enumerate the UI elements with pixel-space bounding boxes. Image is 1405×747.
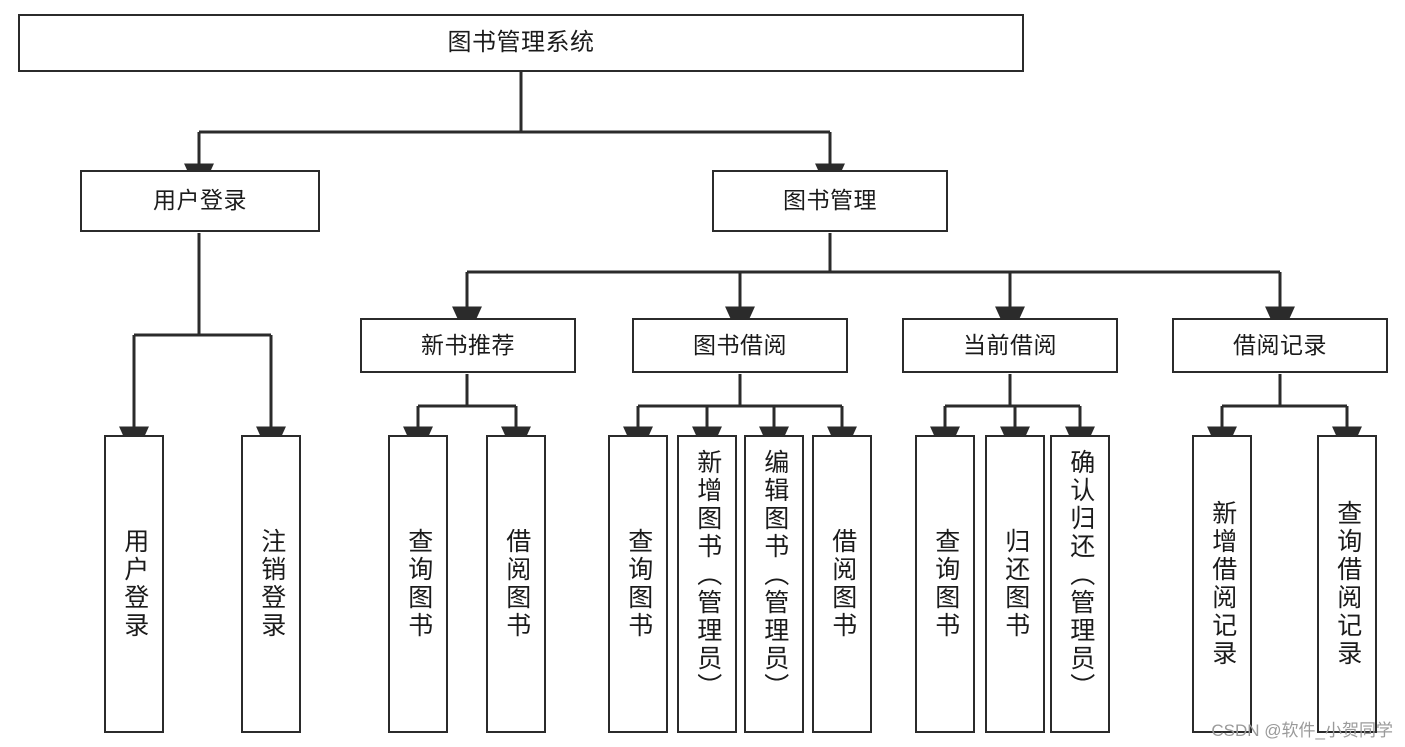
leaf-query-record[interactable]: 查询借阅记录 (1317, 435, 1377, 733)
leaf-borrow-book-1-label: 借阅图书 (502, 528, 531, 640)
leaf-add-book-label: 新增图书（管理员） (693, 449, 722, 701)
node-book-borrow-label: 图书借阅 (693, 331, 787, 358)
leaf-edit-book-label: 编辑图书（管理员） (760, 449, 789, 701)
leaf-user-login-label: 用户登录 (120, 528, 149, 640)
leaf-query-book-2[interactable]: 查询图书 (608, 435, 668, 733)
node-book-borrow[interactable]: 图书借阅 (632, 318, 848, 373)
node-root-system-label: 图书管理系统 (447, 28, 595, 56)
node-book-manage-label: 图书管理 (783, 187, 877, 214)
leaf-borrow-book-1[interactable]: 借阅图书 (486, 435, 546, 733)
node-user-login[interactable]: 用户登录 (80, 170, 320, 232)
node-borrow-record[interactable]: 借阅记录 (1172, 318, 1388, 373)
node-new-book-recommend-label: 新书推荐 (421, 331, 515, 358)
leaf-add-record-label: 新增借阅记录 (1208, 500, 1237, 668)
leaf-logout-label: 注销登录 (257, 528, 286, 640)
node-root-system[interactable]: 图书管理系统 (18, 14, 1024, 72)
leaf-query-book-3[interactable]: 查询图书 (915, 435, 975, 733)
leaf-query-record-label: 查询借阅记录 (1333, 500, 1362, 668)
leaf-query-book-2-label: 查询图书 (624, 528, 653, 640)
leaf-confirm-return-label: 确认归还（管理员） (1066, 449, 1095, 701)
leaf-query-book-3-label: 查询图书 (931, 528, 960, 640)
leaf-return-book[interactable]: 归还图书 (985, 435, 1045, 733)
node-book-manage[interactable]: 图书管理 (712, 170, 948, 232)
leaf-confirm-return[interactable]: 确认归还（管理员） (1050, 435, 1110, 733)
node-user-login-label: 用户登录 (153, 187, 247, 214)
node-current-borrow[interactable]: 当前借阅 (902, 318, 1118, 373)
leaf-return-book-label: 归还图书 (1001, 528, 1030, 640)
leaf-borrow-book-2[interactable]: 借阅图书 (812, 435, 872, 733)
watermark-text: CSDN @软件_小贺同学 (1211, 721, 1393, 740)
node-current-borrow-label: 当前借阅 (963, 331, 1057, 358)
leaf-user-login[interactable]: 用户登录 (104, 435, 164, 733)
node-borrow-record-label: 借阅记录 (1233, 331, 1327, 358)
leaf-edit-book[interactable]: 编辑图书（管理员） (744, 435, 804, 733)
leaf-borrow-book-2-label: 借阅图书 (828, 528, 857, 640)
leaf-query-book-1-label: 查询图书 (404, 528, 433, 640)
leaf-query-book-1[interactable]: 查询图书 (388, 435, 448, 733)
leaf-logout[interactable]: 注销登录 (241, 435, 301, 733)
leaf-add-book[interactable]: 新增图书（管理员） (677, 435, 737, 733)
leaf-add-record[interactable]: 新增借阅记录 (1192, 435, 1252, 733)
node-new-book-recommend[interactable]: 新书推荐 (360, 318, 576, 373)
